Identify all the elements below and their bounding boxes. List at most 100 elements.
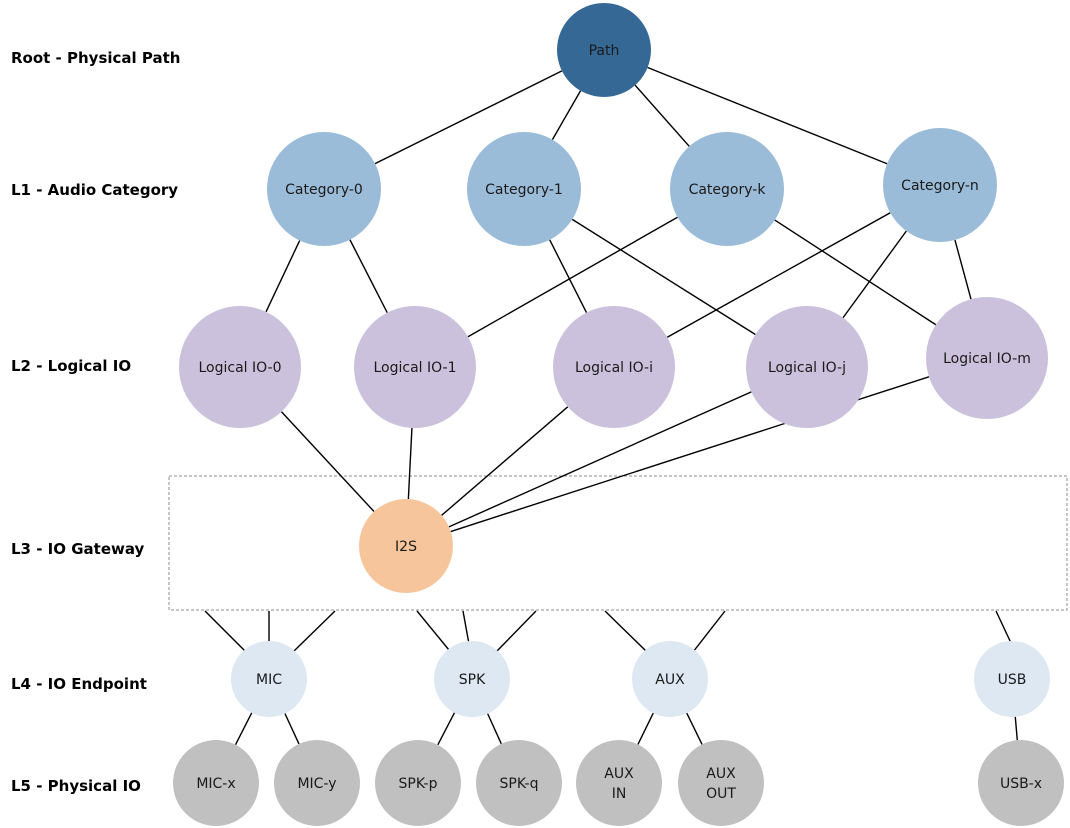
- edge-path-catk: [634, 84, 690, 147]
- edge-lioi-i2s: [441, 406, 569, 516]
- node-label-catk: Category-k: [689, 182, 767, 198]
- node-label-spkp: SPK-p: [399, 776, 438, 792]
- node-spkp[interactable]: SPK-p: [375, 740, 461, 826]
- node-label-lio1: Logical IO-1: [373, 360, 456, 376]
- node-catk[interactable]: Category-k: [670, 132, 784, 246]
- node-circle-cat0: [267, 132, 381, 246]
- node-lioj[interactable]: Logical IO-j: [746, 306, 868, 428]
- node-circle-spkq: [476, 740, 562, 826]
- edge-aux-auxout: [686, 712, 703, 745]
- node-label-micx: MIC-x: [196, 776, 235, 792]
- node-label-i2s: I2S: [395, 539, 417, 555]
- node-circle-auxout: [678, 740, 764, 826]
- edge-catn-liom: [954, 239, 972, 300]
- edge-mic-micy: [284, 713, 300, 745]
- node-micy[interactable]: MIC-y: [274, 740, 360, 826]
- node-spkq[interactable]: SPK-q: [476, 740, 562, 826]
- edge-spk-spkq: [487, 713, 502, 745]
- edge-spk-spkp: [437, 712, 456, 746]
- node-circle-usb: [974, 641, 1050, 717]
- edge-path-cat0: [374, 70, 563, 165]
- edge-cat1-lioj: [571, 218, 756, 336]
- node-label-usbx: USB-x: [1000, 776, 1042, 792]
- node-label-spkq: SPK-q: [500, 776, 539, 792]
- node-label-liom: Logical IO-m: [943, 351, 1031, 367]
- node-label-lioi: Logical IO-i: [575, 360, 653, 376]
- node-circle-cat1: [467, 132, 581, 246]
- edge-catn-lioj: [842, 230, 907, 319]
- stub-usb-1: [995, 610, 1012, 644]
- gateway-endpoint-links: [204, 610, 1012, 653]
- node-circle-micx: [173, 740, 259, 826]
- level-label-l2: L2 - Logical IO: [11, 357, 131, 375]
- node-usb[interactable]: USB: [974, 641, 1050, 717]
- stub-mic-1: [204, 610, 246, 652]
- node-liom[interactable]: Logical IO-m: [926, 297, 1048, 419]
- node-catn[interactable]: Category-n: [883, 128, 997, 242]
- node-lio1[interactable]: Logical IO-1: [354, 306, 476, 428]
- node-label-micy: MIC-y: [297, 776, 336, 792]
- node-label-path: Path: [589, 43, 620, 59]
- level-label-l5: L5 - Physical IO: [11, 777, 141, 795]
- node-cat0[interactable]: Category-0: [267, 132, 381, 246]
- node-circle-lio1: [354, 306, 476, 428]
- edge-cat0-lio1: [349, 239, 388, 314]
- node-label-cat0: Category-0: [285, 182, 363, 198]
- node-label-lio0: Logical IO-0: [198, 360, 281, 376]
- node-label-catn: Category-n: [901, 178, 979, 194]
- node-circle-micy: [274, 740, 360, 826]
- node-i2s[interactable]: I2S: [359, 499, 453, 593]
- node-circle-lioi: [553, 306, 675, 428]
- node-usbx[interactable]: USB-x: [978, 740, 1064, 826]
- node-lioi[interactable]: Logical IO-i: [553, 306, 675, 428]
- node-circle-catk: [670, 132, 784, 246]
- node-spk[interactable]: SPK: [434, 641, 510, 717]
- edge-mic-micx: [234, 712, 253, 746]
- node-lio0[interactable]: Logical IO-0: [179, 306, 301, 428]
- edge-catk-lio1: [467, 216, 678, 338]
- node-label-spk: SPK: [459, 672, 486, 688]
- node-circle-liom: [926, 297, 1048, 419]
- edge-cat1-lioi: [549, 239, 588, 313]
- node-micx[interactable]: MIC-x: [173, 740, 259, 826]
- node-circle-spk: [434, 641, 510, 717]
- node-label-lioj: Logical IO-j: [768, 360, 846, 376]
- stub-spk-3: [496, 610, 537, 652]
- level-label-root: Root - Physical Path: [11, 49, 180, 67]
- edge-lio1-i2s: [407, 427, 413, 500]
- io-gateway-box: [168, 475, 1068, 611]
- stub-aux-2: [692, 610, 726, 653]
- node-mic[interactable]: MIC: [231, 641, 307, 717]
- edge-lioj-i2s: [448, 391, 752, 528]
- node-label-cat1: Category-1: [485, 182, 563, 198]
- edge-catk-liom: [774, 219, 937, 326]
- node-circle-spkp: [375, 740, 461, 826]
- stub-spk-2: [462, 610, 470, 645]
- edge-usb-usbx: [1014, 716, 1018, 741]
- node-circle-aux: [632, 641, 708, 717]
- node-label-mic: MIC: [256, 672, 282, 688]
- node-path[interactable]: Path: [557, 3, 651, 97]
- node-circle-path: [557, 3, 651, 97]
- node-circle-lio0: [179, 306, 301, 428]
- node-circle-mic: [231, 641, 307, 717]
- node-label-aux: AUX: [655, 672, 685, 688]
- stub-aux-1: [604, 610, 648, 653]
- node-circle-catn: [883, 128, 997, 242]
- node-circle-lioj: [746, 306, 868, 428]
- stub-mic-3: [293, 610, 336, 652]
- edge-catn-lioi: [666, 212, 891, 338]
- stub-spk-1: [416, 610, 450, 651]
- node-circle-usbx: [978, 740, 1064, 826]
- level-label-l3: L3 - IO Gateway: [11, 540, 145, 558]
- level-label-l1: L1 - Audio Category: [11, 181, 178, 199]
- edge-aux-auxin: [637, 712, 654, 745]
- node-aux[interactable]: AUX: [632, 641, 708, 717]
- node-cat1[interactable]: Category-1: [467, 132, 581, 246]
- node-circle-auxin: [576, 740, 662, 826]
